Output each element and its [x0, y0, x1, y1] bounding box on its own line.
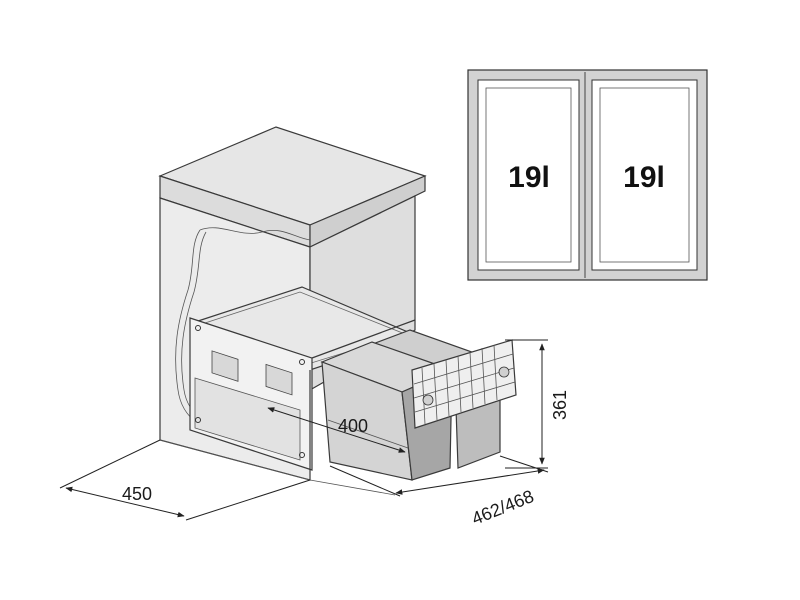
- bins: [320, 329, 517, 481]
- left-compartment-volume: 19l: [508, 161, 550, 194]
- plan-view: 19l 19l: [467, 69, 708, 281]
- height-dimension: 361: [550, 390, 570, 420]
- wall-cut-line: [199, 227, 311, 241]
- depth-dimension: 450: [122, 484, 152, 504]
- side-rack: [411, 339, 517, 429]
- width-range-dimension: 462/468: [469, 486, 537, 529]
- right-compartment-volume: 19l: [623, 161, 665, 194]
- plan-compartment-right: [591, 79, 698, 271]
- plan-compartment-left: [477, 79, 580, 271]
- inner-width-dimension: 400: [338, 416, 368, 436]
